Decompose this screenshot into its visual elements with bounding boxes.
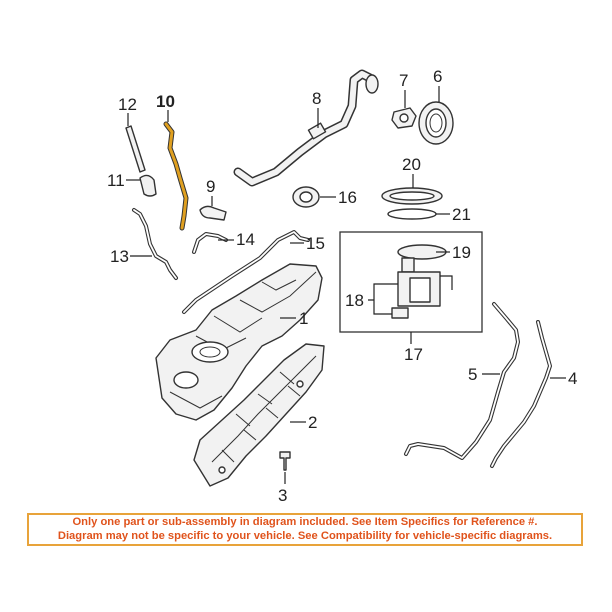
callout-15: 15 bbox=[306, 234, 325, 253]
callout-3: 3 bbox=[278, 486, 287, 505]
callout-19: 19 bbox=[452, 243, 471, 262]
part-8-filler-tube bbox=[233, 69, 379, 187]
callout-20: 20 bbox=[402, 155, 421, 174]
part-13-line bbox=[132, 208, 178, 280]
part-12-rod bbox=[125, 125, 146, 173]
callout-5: 5 bbox=[468, 365, 477, 384]
callout-17: 17 bbox=[404, 345, 423, 364]
compatibility-notice: Only one part or sub-assembly in diagram… bbox=[27, 513, 583, 546]
part-20-lock-ring bbox=[381, 187, 443, 205]
callout-10: 10 bbox=[156, 92, 175, 111]
part-4-line bbox=[490, 320, 552, 468]
callout-1: 1 bbox=[299, 309, 308, 328]
part-21-seal bbox=[387, 208, 437, 220]
part-10-vent-tube bbox=[163, 121, 189, 231]
part-14-hose bbox=[192, 232, 228, 254]
callout-8: 8 bbox=[312, 89, 321, 108]
part-2-skid-plate bbox=[193, 343, 325, 487]
part-1-fuel-tank bbox=[155, 263, 323, 421]
leader-18 bbox=[368, 283, 398, 315]
part-15-line bbox=[182, 230, 310, 314]
callout-4: 4 bbox=[568, 369, 577, 388]
callout-16: 16 bbox=[338, 188, 357, 207]
callout-11: 11 bbox=[107, 171, 125, 190]
callout-7: 7 bbox=[399, 71, 408, 90]
part-7-fitting bbox=[391, 107, 417, 129]
notice-line-2: Diagram may not be specific to your vehi… bbox=[57, 529, 553, 542]
part-17-pump-module bbox=[339, 231, 483, 333]
callout-2: 2 bbox=[308, 413, 317, 432]
part-9-hose bbox=[199, 205, 227, 221]
part-11-clip bbox=[139, 174, 157, 197]
callout-14: 14 bbox=[236, 230, 255, 249]
callout-9: 9 bbox=[206, 177, 215, 196]
callout-12: 12 bbox=[118, 95, 137, 114]
callout-13: 13 bbox=[110, 247, 129, 266]
part-6-housing bbox=[418, 101, 454, 145]
callout-21: 21 bbox=[452, 205, 471, 224]
part-16-valve bbox=[292, 186, 320, 208]
part-3-bolt bbox=[279, 451, 291, 471]
callout-6: 6 bbox=[433, 67, 442, 86]
notice-line-1: Only one part or sub-assembly in diagram… bbox=[72, 516, 538, 528]
callout-18: 18 bbox=[345, 291, 364, 310]
part-5-line bbox=[404, 302, 520, 460]
